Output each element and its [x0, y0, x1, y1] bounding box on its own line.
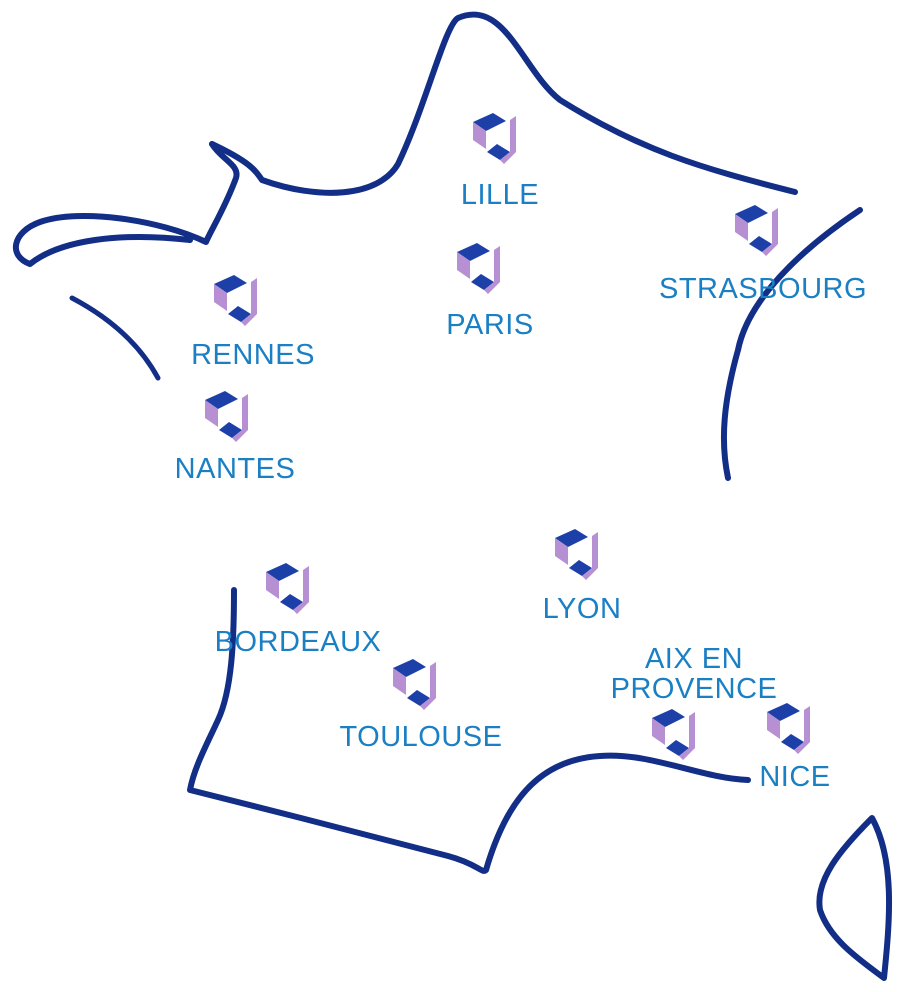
corsica-outline [816, 815, 893, 981]
office-logo-icon [555, 529, 598, 580]
city-lyon[interactable]: LYON [543, 529, 622, 625]
city-toulouse[interactable]: TOULOUSE [339, 659, 502, 753]
office-logo-icon [652, 709, 695, 760]
city-aix-en-provence[interactable]: AIX EN PROVENCE [611, 643, 778, 760]
eastern-border [720, 207, 863, 481]
city-label-line1: AIX EN [645, 643, 743, 675]
southwest-coast [187, 587, 751, 874]
city-paris[interactable]: PARIS [446, 243, 533, 341]
office-logo-icon [205, 391, 248, 442]
city-bordeaux[interactable]: BORDEAUX [215, 563, 382, 658]
city-label: BORDEAUX [215, 626, 382, 658]
city-label: LILLE [461, 179, 539, 211]
brittany-peninsula [12, 141, 240, 267]
city-label: NICE [759, 761, 830, 793]
city-rennes[interactable]: RENNES [191, 275, 315, 371]
city-nantes[interactable]: NANTES [175, 391, 296, 485]
office-logo-icon [457, 243, 500, 294]
office-logo-icon [214, 275, 257, 326]
office-logo-icon [767, 703, 810, 754]
city-lille[interactable]: LILLE [461, 113, 539, 211]
city-strasbourg[interactable]: STRASBOURG [659, 205, 867, 305]
city-label: LYON [543, 593, 622, 625]
office-logo-icon [393, 659, 436, 710]
channel-coast [209, 11, 798, 196]
city-label: NANTES [175, 453, 296, 485]
atlantic-arc [69, 295, 161, 381]
coastline-outline [12, 11, 893, 981]
city-nice[interactable]: NICE [759, 703, 830, 793]
city-label: STRASBOURG [659, 273, 867, 305]
city-label: PARIS [446, 309, 533, 341]
office-logo-icon [266, 563, 309, 614]
city-label-line2: PROVENCE [611, 673, 778, 705]
office-logo-icon [473, 113, 516, 164]
city-label: RENNES [191, 339, 315, 371]
office-logo-icon [735, 205, 778, 256]
city-label: TOULOUSE [339, 721, 502, 753]
